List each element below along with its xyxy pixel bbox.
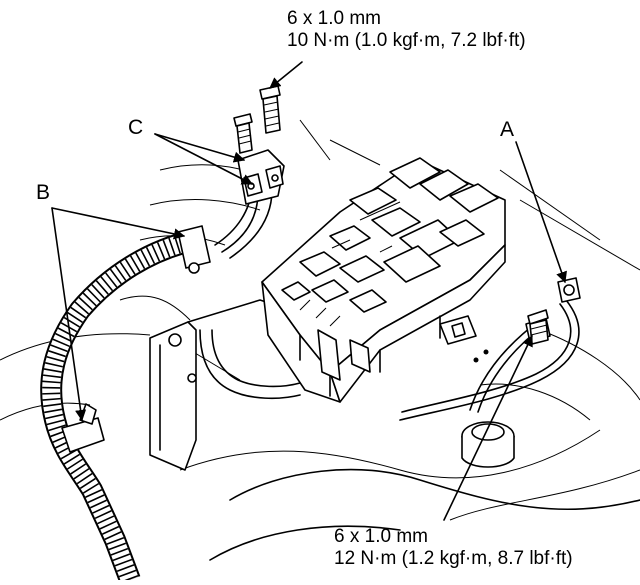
lower-hose (199, 329, 301, 400)
lower-torque-value: 12 N·m (1.2 kgf·m, 8.7 lbf·ft) (334, 548, 573, 569)
ground-terminal-c (237, 149, 285, 205)
leader-c-2 (154, 133, 253, 185)
leader-a (515, 141, 567, 284)
upper-torque-value: 10 N·m (1.0 kgf·m, 7.2 lbf·ft) (287, 30, 526, 51)
lower-torque-spec: 6 x 1.0 mm 12 N·m (1.2 kgf·m, 8.7 lbf·ft… (334, 526, 573, 570)
leader-upper-spec (269, 61, 303, 89)
callout-b: B (36, 181, 51, 204)
upper-bolt-size: 6 x 1.0 mm (287, 8, 381, 29)
harness-clip-upper (177, 225, 211, 274)
callout-c: C (128, 116, 144, 139)
leader-c-1 (154, 133, 246, 163)
upper-torque-spec: 6 x 1.0 mm 10 N·m (1.0 kgf·m, 7.2 lbf·ft… (287, 8, 526, 52)
leader-lines (51, 61, 567, 521)
bolt-c-left (233, 113, 253, 154)
bolt-a-lower (527, 309, 549, 345)
leader-b-2 (51, 207, 87, 422)
harness-clip-lower (61, 403, 105, 453)
connector-block (439, 315, 489, 363)
lower-bolt-size: 6 x 1.0 mm (334, 526, 428, 547)
callout-a: A (500, 118, 515, 141)
engine-background (0, 119, 640, 561)
under-hood-fuse-relay-box (261, 157, 506, 403)
leader-lower-spec (443, 334, 533, 521)
wire-harness-conduit (40, 229, 198, 584)
bolt-c-right (259, 85, 281, 134)
reservoir-cap (461, 421, 515, 468)
leader-b-1 (51, 207, 186, 240)
